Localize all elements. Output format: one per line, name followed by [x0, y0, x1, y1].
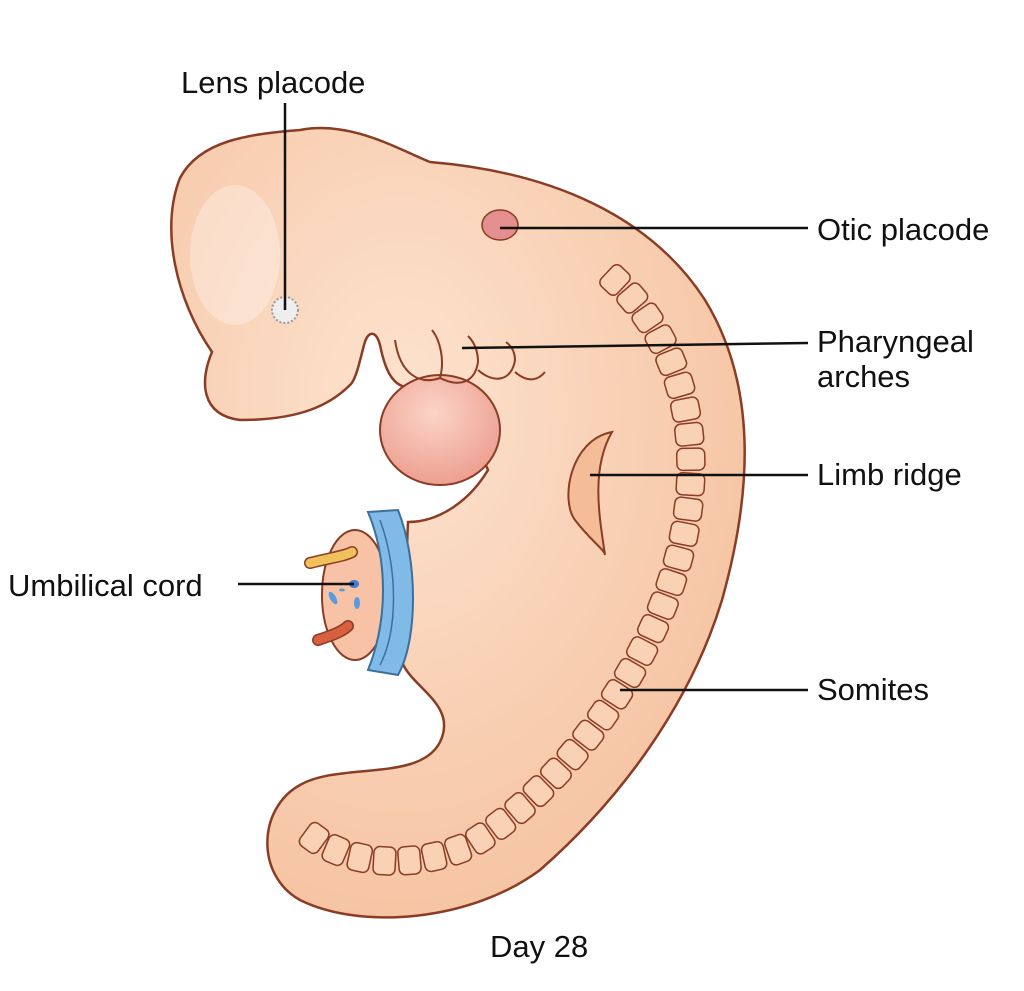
somite [465, 822, 496, 855]
somite [668, 520, 700, 548]
somite [586, 699, 620, 731]
heart-bulge [379, 374, 501, 486]
umbilical-cord-shape [304, 508, 414, 677]
somite [420, 840, 448, 873]
pharyngeal-arches-shape [394, 329, 546, 384]
caption-day: Day 28 [490, 929, 589, 964]
somite [636, 613, 670, 644]
head-highlight [190, 185, 280, 325]
label-umbilical-cord: Umbilical cord [8, 568, 203, 603]
somites-group [298, 264, 706, 876]
somite [663, 371, 696, 400]
somite [616, 282, 649, 314]
somite [298, 821, 330, 855]
somite [613, 657, 647, 689]
pharyngeal-arches-leader [461, 341, 809, 350]
somite [655, 568, 688, 597]
somite [600, 679, 634, 710]
somite [625, 636, 659, 666]
somite [662, 544, 695, 572]
label-pharyngeal-arches-line2: arches [817, 359, 911, 394]
leader-lines [238, 103, 809, 692]
somite [444, 833, 473, 866]
somite [675, 447, 706, 472]
somite [672, 496, 704, 522]
somite [675, 472, 706, 497]
label-pharyngeal-arches-line1: Pharyngeal [817, 324, 974, 359]
somite [372, 845, 397, 876]
somite [539, 757, 572, 790]
somite [669, 396, 702, 423]
label-limb-ridge: Limb ridge [817, 457, 962, 492]
somite [572, 719, 605, 751]
somite [346, 841, 374, 874]
somite [646, 591, 679, 620]
somite [556, 738, 589, 771]
label-otic-placode: Otic placode [817, 212, 990, 247]
somite [599, 264, 631, 296]
somite [485, 807, 517, 841]
label-lens-placode: Lens placode [181, 65, 366, 100]
somite [522, 775, 555, 808]
label-somites: Somites [817, 672, 929, 707]
somite [321, 834, 351, 867]
otic-placode-shape [481, 209, 519, 241]
somite [504, 791, 536, 825]
somite [631, 302, 664, 334]
somite [655, 347, 688, 377]
limb-ridge-shape [567, 430, 614, 556]
somite [397, 845, 422, 876]
somite [674, 421, 705, 447]
